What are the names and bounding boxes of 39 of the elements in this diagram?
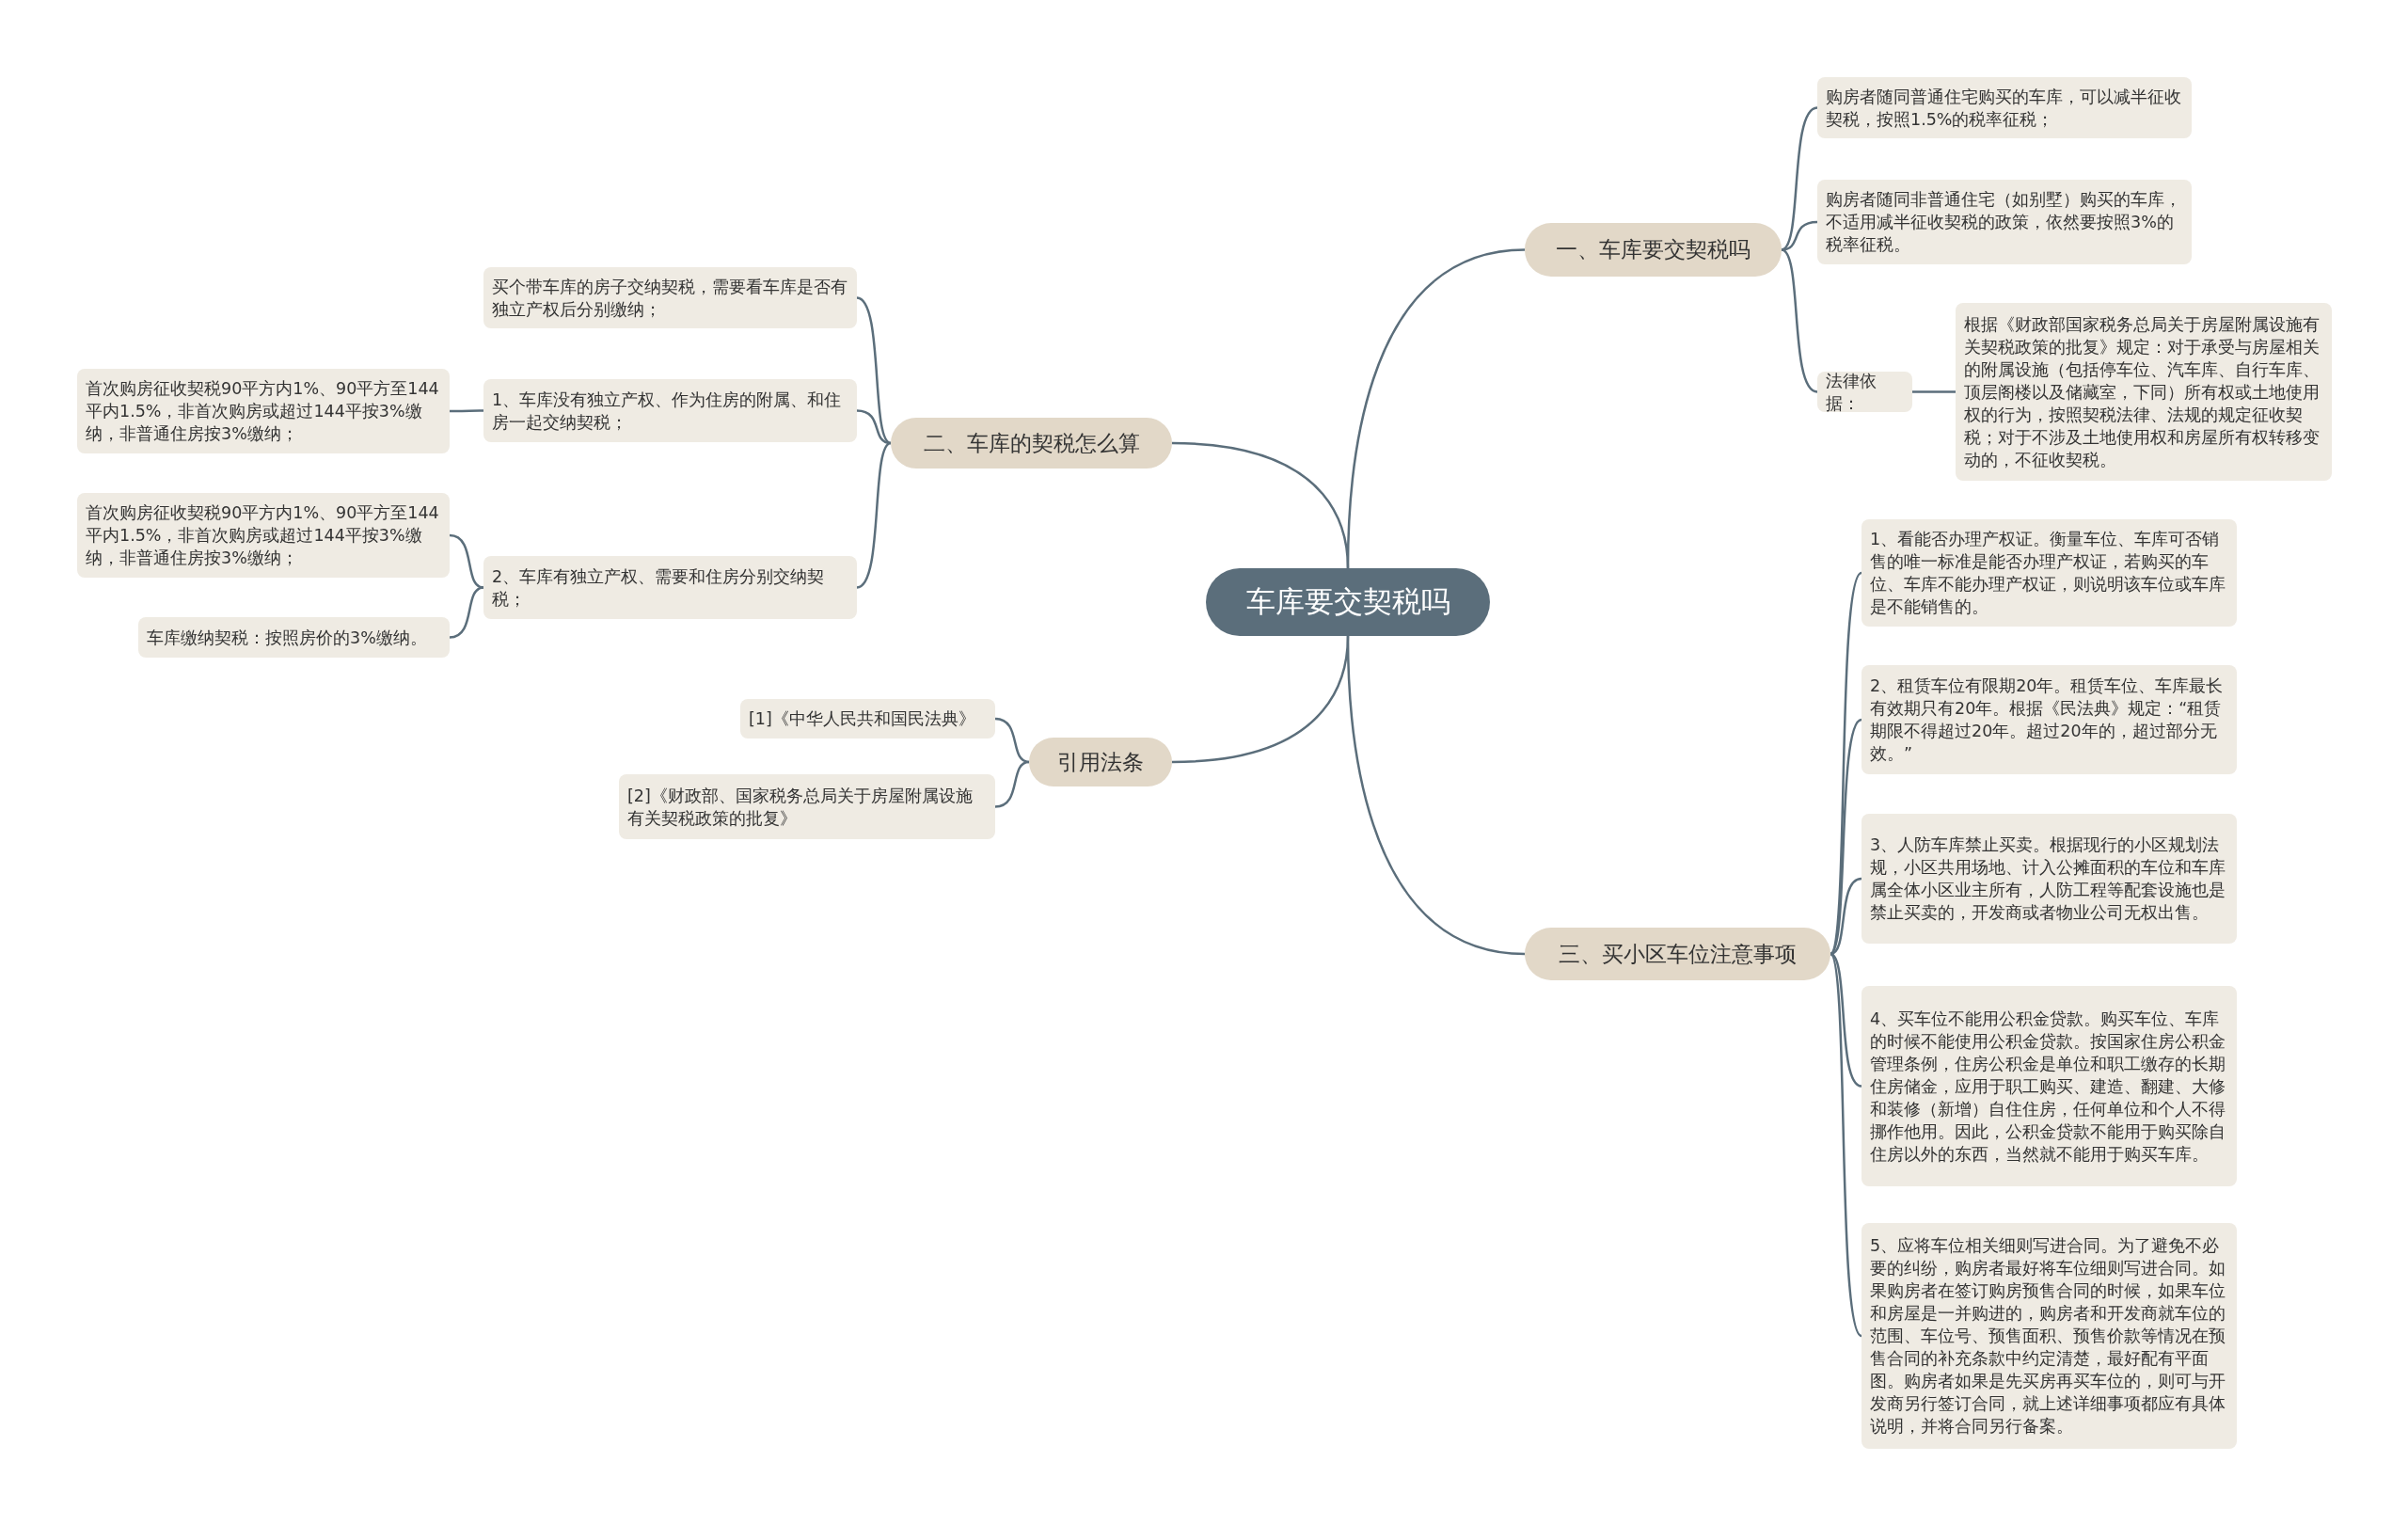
connector-line (1830, 877, 1862, 956)
connector-line (1830, 952, 1862, 1088)
note-box: [1]《中华人民共和国民法典》 (740, 699, 995, 739)
note-box: 1、车库没有独立产权、作为住房的附属、和住房一起交纳契税； (483, 379, 857, 442)
note-box: 车库缴纳契税：按照房价的3%缴纳。 (138, 617, 450, 658)
note-box: 2、车库有独立产权、需要和住房分别交纳契税； (483, 556, 857, 619)
connector-line (994, 760, 1030, 808)
connector-line (1346, 636, 1526, 956)
note-box: 4、买车位不能用公积金贷款。购买车位、车库的时候不能使用公积金贷款。按国家住房公积金管理条例，住房公积金是单位和职工缴存的长期住房储金，应用于职工购买、建造、翻建、大修和装修（新增）自住住房，任何单位和个人不得挪作他用。因此，公积金贷款不能用于购买除自住房以外的东西，当然就不能用于购买车库。 (1861, 986, 2237, 1186)
branch-topic: 二、车库的契税怎么算 (891, 418, 1172, 469)
note-box: 购房者随同非普通住宅（如别墅）购买的车库，不适用减半征收契税的政策，依然要按照3%的税率征税。 (1817, 180, 2192, 264)
connector-line (1912, 390, 1956, 393)
connector-line (450, 409, 483, 413)
connector-line (449, 586, 484, 639)
connector-line (994, 717, 1030, 764)
connector-line (1829, 572, 1862, 955)
note-box: 2、租赁车位有限期20年。租赁车位、车库最长有效期只有20年。根据《民法典》规定：“租赁期限不得超过20年。超过20年的，超过部分无效。” (1861, 665, 2237, 774)
branch-topic: 一、车库要交契税吗 (1525, 223, 1782, 277)
connector-line (1781, 106, 1818, 251)
connector-line (1830, 719, 1862, 955)
note-box: 首次购房征收契税90平方内1%、90平方至144平内1.5%，非首次购房或超过144平按3%缴纳，非普通住房按3%缴纳； (77, 369, 450, 453)
note-box: 根据《财政部国家税务总局关于房屋附属设施有关契税政策的批复》规定：对于承受与房屋相关的附属设施（包括停车位、汽车库、自行车库、顶层阁楼以及储藏室，下同）所有权或土地使用权的行为，按照契税法律、法规的规定征收契税；对于不涉及土地使用权和房屋所有权转移变动的，不征收契税。 (1956, 303, 2332, 481)
connector-line (449, 533, 484, 589)
note-box: 买个带车库的房子交纳契税，需要看车库是否有独立产权后分别缴纳； (483, 267, 857, 328)
connector-line (1829, 953, 1862, 1337)
branch-topic: 引用法条 (1029, 738, 1172, 786)
connector-line (856, 441, 892, 589)
connector-line (1171, 441, 1350, 569)
note-box: 法律依据： (1817, 372, 1912, 412)
branch-topic: 三、买小区车位注意事项 (1525, 928, 1830, 980)
note-box: [2]《财政部、国家税务总局关于房屋附属设施有关契税政策的批复》 (619, 774, 995, 839)
note-box: 5、应将车位相关细则写进合同。为了避免不必要的纠纷，购房者最好将车位细则写进合同。如果购房者在签订购房预售合同的时候，如果车位和房屋是一并购进的，购房者和开发商就车位的范围、车位号、预售面积、预售价款等情况在预售合同的补充条款中约定清楚，最好配有平面图。购房者如果是先买房再买车位的，则可与开发商另行签订合同，就上述详细事项都应有具体说明，并将合同另行备案。 (1861, 1223, 2237, 1449)
note-box: 1、看能否办理产权证。衡量车位、车库可否销售的唯一标准是能否办理产权证，若购买的车位、车库不能办理产权证，则说明该车位或车库是不能销售的。 (1861, 519, 2237, 627)
central-topic: 车库要交契税吗 (1206, 568, 1490, 636)
note-box: 3、人防车库禁止买卖。根据现行的小区规划法规，小区共用场地、计入公摊面积的车位和车库属全体小区业主所有，人防工程等配套设施也是禁止买卖的，开发商或者物业公司无权出售。 (1861, 814, 2237, 944)
connector-line (856, 296, 892, 445)
connector-line (1781, 248, 1818, 393)
note-box: 购房者随同普通住宅购买的车库，可以减半征收契税，按照1.5%的税率征税； (1817, 77, 2192, 138)
note-box: 首次购房征收契税90平方内1%、90平方至144平内1.5%，非首次购房或超过144平按3%缴纳，非普通住房按3%缴纳； (77, 493, 450, 578)
